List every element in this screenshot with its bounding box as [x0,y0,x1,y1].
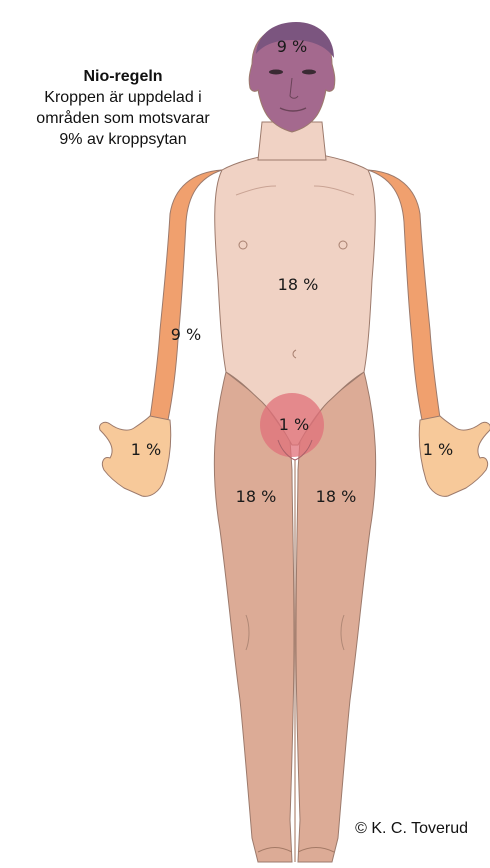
caption-line-3: 9% av kroppsytan [8,129,238,150]
right-leg-percent-label: 18 % [236,487,277,506]
caption: Nio-regeln Kroppen är uppdelad i områden… [8,66,238,150]
right-eye [269,70,283,75]
caption-line-2: områden som motsvarar [8,108,238,129]
right-hand-percent-label: 1 % [423,440,453,459]
left-eye [302,70,316,75]
right-arm-shape [150,170,222,420]
left-leg-percent-label: 18 % [316,487,357,506]
caption-title: Nio-regeln [8,66,238,87]
left-hand-percent-label: 1 % [131,440,161,459]
caption-line-1: Kroppen är uppdelad i [8,87,238,108]
left-arm-percent-label: 9 % [171,325,201,344]
copyright-text: © K. C. Toverud [355,820,468,838]
left-arm-shape [368,170,440,420]
genital-percent-label: 1 % [279,415,309,434]
trunk-percent-label: 18 % [278,275,319,294]
head-percent-label: 9 % [277,37,307,56]
